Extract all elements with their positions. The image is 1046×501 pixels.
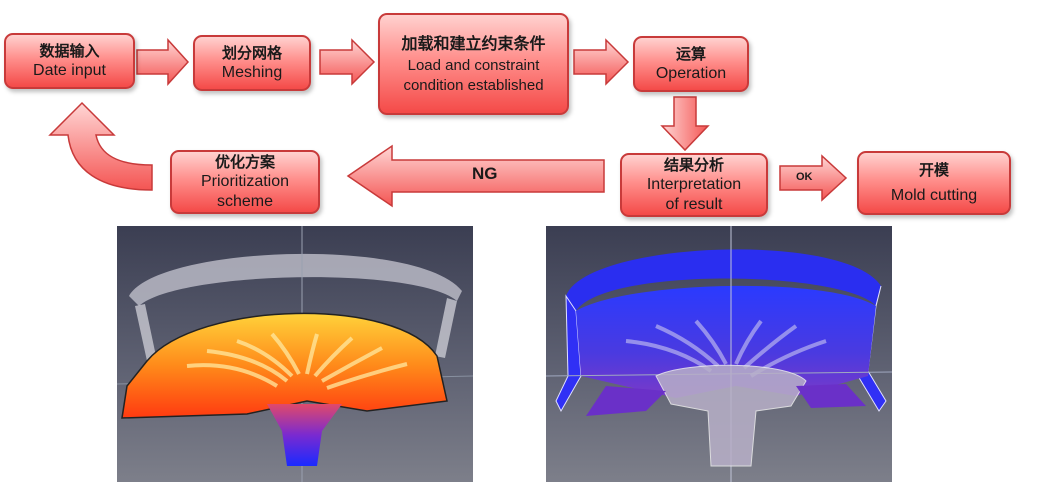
wheel-right-graphic — [546, 226, 892, 482]
arrow-right-1 — [136, 38, 190, 86]
ng-label: NG — [472, 164, 498, 183]
step-mold-cutting[interactable]: 开模 Mold cutting — [857, 151, 1011, 215]
step-load-constraint[interactable]: 加载和建立约束条件 Load and constraint condition … — [378, 13, 569, 115]
step-mold-cutting-en: Mold cutting — [890, 187, 978, 204]
step-prioritization[interactable]: 优化方案 Prioritization scheme — [170, 150, 320, 214]
step-meshing-cn: 划分网格 — [221, 44, 282, 62]
step-interpretation[interactable]: 结果分析 Interpretation of result — [620, 153, 768, 217]
arrow-down — [660, 96, 710, 152]
arrow-right-2 — [319, 38, 376, 86]
step-operation-cn: 运算 — [675, 45, 706, 63]
arrow-curved-back — [48, 101, 153, 191]
step-interpretation-cn: 结果分析 — [663, 156, 724, 174]
step-load-constraint-en-1: Load and constraint — [407, 57, 540, 74]
step-meshing-en: Meshing — [221, 64, 283, 81]
step-mold-cutting-cn: 开模 — [918, 161, 949, 179]
step-load-constraint-cn: 加载和建立约束条件 — [401, 34, 546, 53]
arrow-ok-right — [779, 154, 848, 202]
step-data-input[interactable]: 数据输入 Date input — [4, 33, 135, 89]
step-operation-en: Operation — [655, 65, 727, 82]
step-prioritization-cn: 优化方案 — [214, 153, 275, 171]
wheel-left-graphic — [117, 226, 473, 482]
simulation-image-right — [546, 226, 892, 482]
step-data-input-en: Date input — [33, 62, 106, 79]
ok-label: OK — [796, 171, 813, 183]
step-prioritization-en-1: Prioritization — [200, 173, 290, 190]
step-load-constraint-en-2: condition established — [403, 77, 544, 94]
arrow-ng-left — [346, 144, 605, 208]
step-prioritization-en-2: scheme — [216, 193, 274, 210]
arrow-right-3 — [573, 38, 630, 86]
step-operation[interactable]: 运算 Operation — [633, 36, 749, 92]
step-meshing[interactable]: 划分网格 Meshing — [193, 35, 311, 91]
step-interpretation-en-2: of result — [665, 196, 723, 213]
step-interpretation-en-1: Interpretation — [646, 176, 742, 193]
simulation-image-left — [117, 226, 473, 482]
step-data-input-cn: 数据输入 — [39, 42, 100, 60]
